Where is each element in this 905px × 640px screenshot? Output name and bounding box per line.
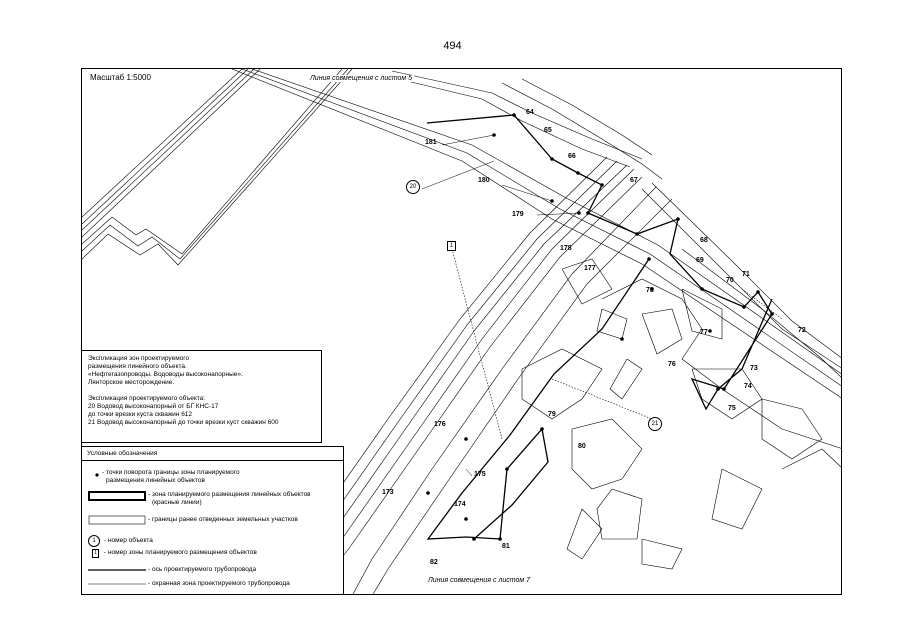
page-number: 494 — [443, 40, 462, 52]
match-line-bottom: Линия совмещения с листом 7 — [426, 577, 533, 584]
pipeline-axis-icon — [88, 569, 146, 571]
legend-item-turning-point: - точки поворота границы зоны планируемо… — [82, 469, 344, 484]
legend-item-prior-parcels: - границы ранее отведенных земельных уча… — [82, 515, 344, 529]
point-label: 70 — [726, 277, 734, 284]
object-number-badge: 21 — [648, 417, 662, 431]
object-number-icon: 1 — [88, 535, 100, 547]
map-frame: Масштаб 1:5000 Линия совмещения с листом… — [81, 68, 842, 595]
point-label: 77 — [700, 329, 708, 336]
explication-line: Экспликация проектируемого объекта: — [88, 395, 206, 402]
explication-line: до точки врезки куста скважин 612 — [88, 411, 193, 418]
point-label: 67 — [630, 177, 638, 184]
explication-spacer — [88, 387, 315, 395]
pipeline-axis-21 — [426, 258, 650, 540]
explication-line: Лянторское месторождение. — [88, 379, 175, 386]
parcel-box-icon — [88, 515, 146, 525]
road-corridor-lower — [303, 168, 635, 594]
parcel-outlines — [601, 278, 841, 449]
road-band-left — [82, 69, 243, 218]
pipeline-axis-20 — [426, 114, 773, 411]
legend-item-zone-number: 1 - номер зоны планируемого размещения о… — [82, 549, 344, 563]
point-label: 173 — [382, 489, 394, 496]
legend-divider — [82, 460, 344, 461]
zone-number-badge: 1 — [447, 241, 456, 251]
point-label: 180 — [478, 177, 490, 184]
point-label: 64 — [526, 109, 534, 116]
point-label: 68 — [700, 237, 708, 244]
legend-title: Условные обозначения — [87, 450, 158, 457]
zone-bold-box-icon — [88, 491, 146, 501]
point-label: 75 — [728, 405, 736, 412]
point-label: 65 — [544, 127, 552, 134]
point-label: 81 — [502, 543, 510, 550]
point-label: 69 — [696, 257, 704, 264]
legend-box: Условные обозначения - точки поворота гр… — [82, 446, 344, 594]
point-label: 79 — [548, 411, 556, 418]
protection-zone-icon — [88, 583, 146, 585]
scale-label: Масштаб 1:5000 — [90, 73, 151, 82]
point-label: 177 — [584, 265, 596, 272]
explication-line: размещения линейного объекта. — [88, 363, 187, 370]
point-label: 71 — [742, 271, 750, 278]
legend-item-pipeline-axis: - ось проектируемого трубопровода — [82, 565, 344, 579]
point-label: 66 — [568, 153, 576, 160]
point-label: 82 — [430, 559, 438, 566]
object-number-badge: 20 — [406, 180, 420, 194]
point-label: 76 — [668, 361, 676, 368]
explication-line: 21 Водовод высоконапорный до точки врезк… — [88, 419, 279, 426]
point-label: 174 — [454, 501, 466, 508]
turning-point-icon — [95, 473, 99, 477]
map-drawing — [82, 69, 841, 594]
match-line-top: Линия совмещения с листом 5 — [308, 75, 415, 82]
legend-item-red-lines: - зона планируемого размещения линейных … — [82, 491, 344, 506]
zone-number-icon: 1 — [92, 549, 99, 558]
explication-box: Экспликация зон проектируемого размещени… — [82, 350, 322, 443]
point-label: 176 — [434, 421, 446, 428]
point-label: 78 — [646, 287, 654, 294]
road-corridor-upper — [231, 69, 841, 399]
point-label: 72 — [798, 327, 806, 334]
legend-item-protection-zone: - охранная зона проектируемого трубопров… — [82, 579, 344, 593]
point-label: 73 — [750, 365, 758, 372]
legend-item-object-number: 1 - номер объекта — [82, 535, 344, 549]
point-label: 178 — [560, 245, 572, 252]
point-label: 74 — [744, 383, 752, 390]
explication-line: 20 Водовод высоконапорный от БГ КНС-17 — [88, 403, 219, 410]
explication-line: Экспликация зон проектируемого — [88, 355, 190, 362]
point-label: 175 — [474, 471, 486, 478]
explication-line: «Нефтегазопроводы. Водоводы высоконапорн… — [88, 371, 243, 378]
point-label: 179 — [512, 211, 524, 218]
point-label: 181 — [425, 139, 437, 146]
point-label: 80 — [578, 443, 586, 450]
